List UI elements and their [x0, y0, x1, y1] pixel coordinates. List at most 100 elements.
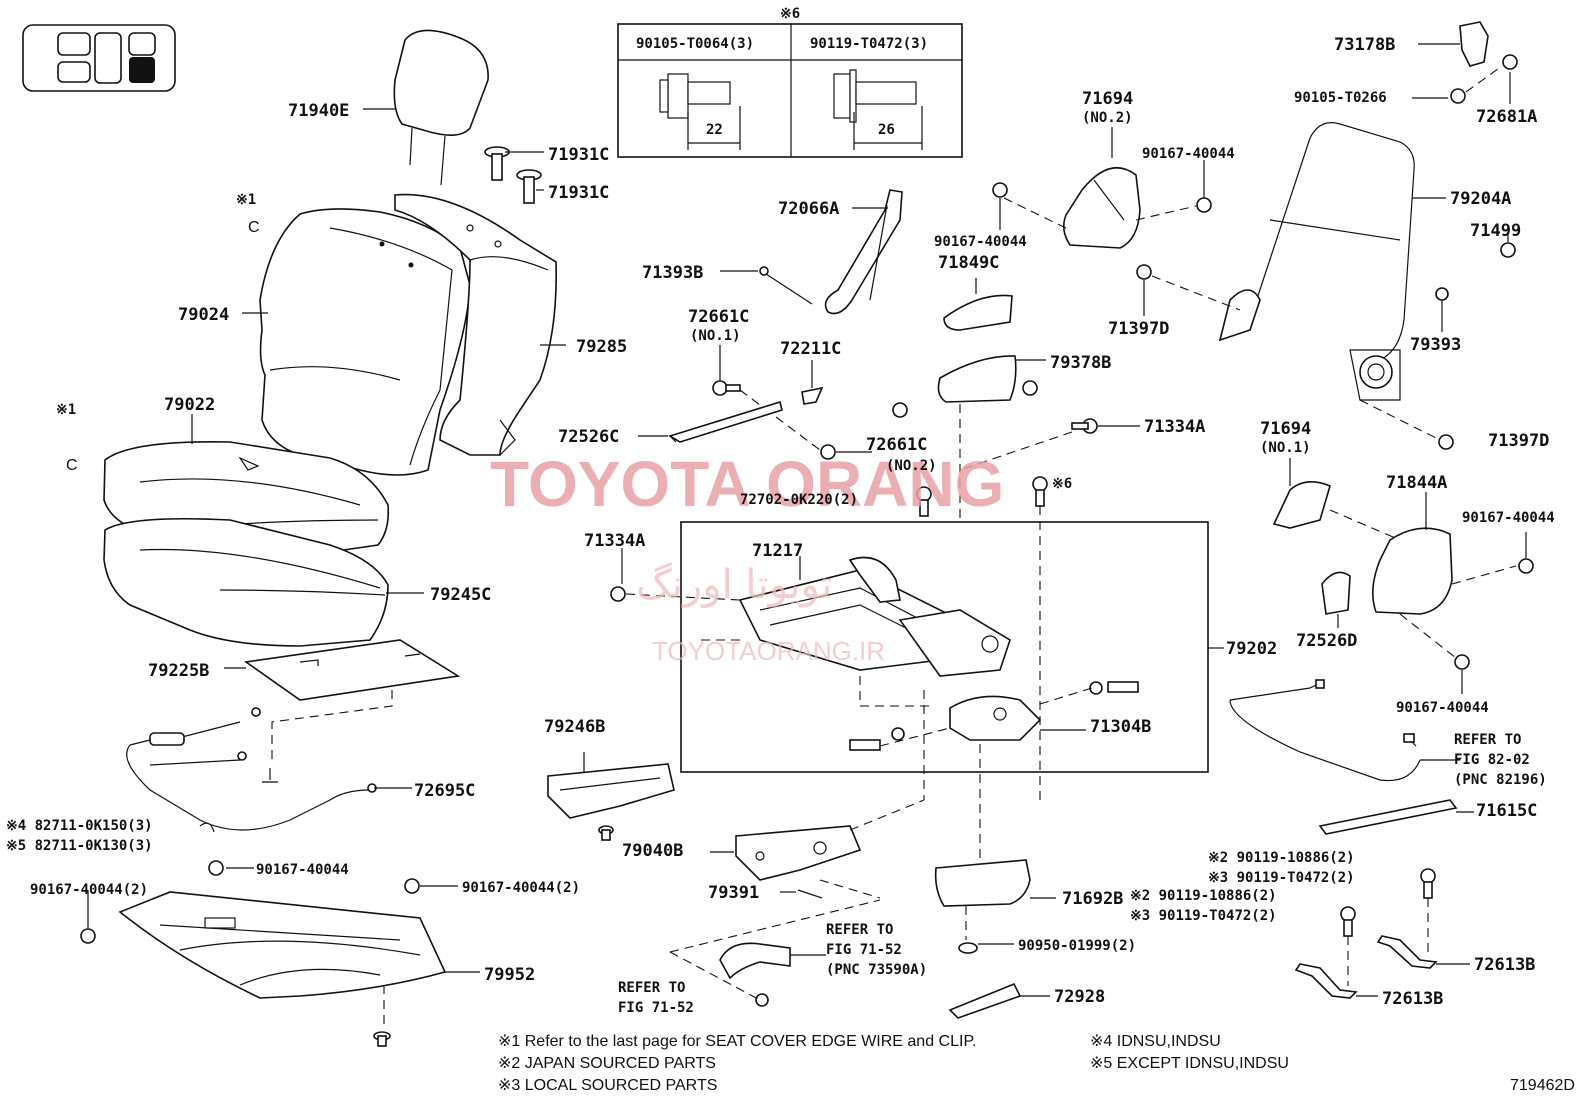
cap-part — [1459, 21, 1489, 67]
seatbelt-buckle-part — [719, 942, 791, 1007]
headrest-part — [393, 29, 489, 186]
refer-label: (PNC 82196) — [1454, 772, 1547, 788]
headrest-support-part — [484, 146, 542, 204]
rod-part — [668, 400, 783, 443]
label-71615C: 71615C — [1476, 801, 1537, 821]
label-72661C: 72661C — [866, 435, 927, 455]
label-71393B: 71393B — [642, 263, 703, 283]
label-79225B: 79225B — [148, 661, 209, 681]
label-79393: 79393 — [1410, 335, 1461, 355]
label-mark1-sub: C — [66, 457, 78, 474]
bolt-part — [610, 586, 626, 602]
cable-part — [126, 707, 377, 833]
label-79245C: 79245C — [430, 585, 491, 605]
label-no1: (NO.1) — [1260, 440, 1311, 456]
washer-part — [958, 942, 978, 954]
refer-label: (PNC 73590A) — [826, 962, 927, 978]
recliner-cover-part — [892, 355, 1038, 418]
bracket-part — [735, 825, 862, 881]
trim-strip-part — [948, 982, 1022, 1019]
spring-part — [797, 889, 823, 899]
label-71397D: 71397D — [1488, 431, 1549, 451]
label-90167: 90167-40044 — [1396, 700, 1489, 716]
strap-part — [824, 189, 903, 315]
seat-bottom-cover-part — [118, 891, 447, 999]
label-90119: ※3 90119-T0472(2) — [1130, 908, 1277, 924]
seat-mat-part — [243, 639, 461, 701]
bolt-icon — [833, 69, 923, 150]
label-72695C: 72695C — [414, 781, 475, 801]
label-90167: 90167-40044 — [934, 234, 1027, 250]
screw-icon — [992, 182, 1212, 213]
bolt-icon — [659, 73, 741, 150]
refer-label: REFER TO — [618, 980, 685, 996]
label-no1: (NO.1) — [690, 328, 741, 344]
label-72928: 72928 — [1054, 987, 1105, 1007]
label-71397D: 71397D — [1108, 319, 1169, 339]
label-71334A: 71334A — [1144, 417, 1205, 437]
label-90119: ※2 90119-10886(2) — [1208, 850, 1355, 866]
label-72613B: 72613B — [1382, 989, 1443, 1009]
shield-part — [1372, 527, 1453, 615]
watermark-arabic: تویوتا اورنگ — [636, 562, 832, 608]
screw-icon — [598, 825, 614, 841]
bushing-part — [1435, 287, 1449, 301]
label-73178B: 73178B — [1334, 35, 1395, 55]
label-72066A: 72066A — [778, 199, 839, 219]
inset-part-1: 90105-T0064(3) — [636, 36, 754, 52]
screw-icon — [1518, 558, 1534, 574]
label-no2: (NO.2) — [886, 458, 937, 474]
screw-icon — [80, 860, 420, 944]
label-90950: 90950-01999(2) — [1018, 938, 1136, 954]
label-79952: 79952 — [484, 965, 535, 985]
label-90167: 90167-40044(2) — [462, 880, 580, 896]
watermark-main: TOYOTA ORANG — [490, 448, 1004, 520]
label-72661C: 72661C — [688, 307, 749, 327]
label-79391: 79391 — [708, 883, 759, 903]
label-71694: 71694 — [1260, 419, 1311, 439]
label-90167: 90167-40044 — [1142, 146, 1235, 162]
label-82711-b: ※5 82711-0K130(3) — [6, 838, 153, 854]
label-71931C: 71931C — [548, 145, 609, 165]
label-79285: 79285 — [576, 337, 627, 357]
footnotes: ※1 Refer to the last page for SEAT COVER… — [498, 1033, 1575, 1094]
inset-mark: ※6 — [780, 6, 800, 22]
diagram-id: 719462D — [1510, 1077, 1575, 1094]
label-90167: 90167-40044 — [1462, 510, 1555, 526]
knob-part — [1321, 571, 1351, 615]
label-79204A: 79204A — [1450, 189, 1511, 209]
inset-dim-1: 22 — [706, 122, 723, 138]
bolt-part — [1032, 476, 1048, 507]
refer-label: FIG 82-02 — [1454, 752, 1530, 768]
footnote-5: ※5 EXCEPT IDNSU,INDSU — [1090, 1055, 1289, 1072]
refer-label: FIG 71-52 — [826, 942, 902, 958]
cushion-pad-part — [103, 517, 389, 647]
label-mark1: ※1 — [236, 192, 256, 208]
highlighted-seat-icon — [129, 57, 155, 83]
adjuster-part — [849, 681, 1139, 751]
nut-part — [1450, 54, 1518, 104]
label-71692B: 71692B — [1062, 889, 1123, 909]
refer-label: FIG 71-52 — [618, 1000, 694, 1016]
inset-fastener-table: ※6 90105-T0064(3) 90119-T0472(3) 22 26 — [617, 6, 963, 158]
trim-rail-part — [1318, 799, 1458, 835]
label-71334A: 71334A — [584, 531, 645, 551]
label-90119: ※3 90119-T0472(2) — [1208, 870, 1355, 886]
label-72526C: 72526C — [558, 427, 619, 447]
clip-part — [801, 386, 824, 405]
label-79246B: 79246B — [544, 717, 605, 737]
label-90119: ※2 90119-10886(2) — [1130, 888, 1277, 904]
seatback-rear-part — [394, 193, 557, 456]
nut-part — [820, 444, 836, 460]
label-79024: 79024 — [178, 305, 229, 325]
side-shield-part — [547, 763, 675, 819]
seatback-frame-part — [1218, 122, 1415, 401]
label-72613B: 72613B — [1474, 955, 1535, 975]
screw-icon — [1500, 242, 1516, 258]
side-cover-part — [1272, 481, 1331, 529]
label-72681A: 72681A — [1476, 107, 1537, 127]
footnote-2: ※2 JAPAN SOURCED PARTS — [498, 1055, 716, 1072]
label-71844A: 71844A — [1386, 473, 1447, 493]
side-cover-part — [1062, 166, 1141, 249]
